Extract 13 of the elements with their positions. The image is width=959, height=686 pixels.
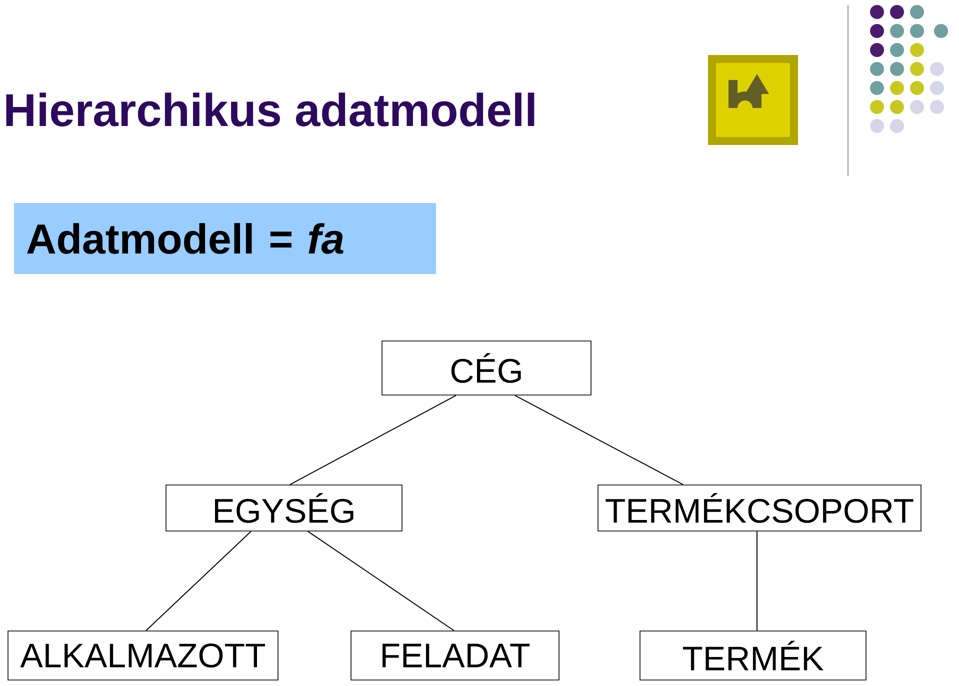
connector-line (290, 394, 456, 486)
entity-box: ALKALMAZOTT (8, 630, 278, 680)
highlight-banner: Adatmodell = fa (14, 203, 436, 274)
connector-line (514, 394, 684, 486)
title: Hierarchikus adatmodell (6, 92, 534, 126)
entity-box: TERMÉKCSOPORT (598, 484, 922, 532)
entity-box: FELADAT (350, 630, 560, 680)
connector-line (756, 530, 758, 632)
entity-box: CÉG (382, 340, 592, 396)
entity-box: TERMÉK (640, 630, 866, 680)
connector-line (308, 530, 454, 632)
connector-line (146, 530, 252, 632)
entity-box: EGYSÉG (166, 484, 402, 532)
